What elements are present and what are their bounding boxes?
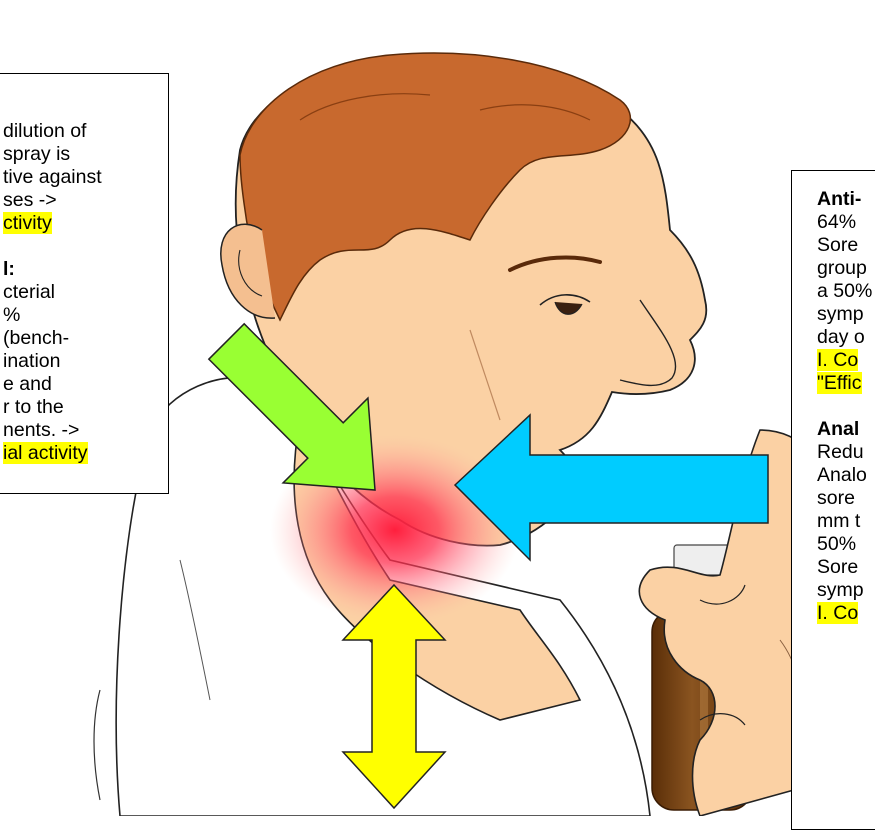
- right-panel-line: Analo: [817, 464, 872, 487]
- right-panel-line: a 50%: [817, 280, 872, 303]
- left-panel-line: r to the: [3, 396, 169, 419]
- right-panel-line: symp: [817, 303, 872, 326]
- right-panel-line: group: [817, 257, 872, 280]
- right-panel-heading: Anti-: [817, 188, 872, 211]
- left-panel-line: e and: [3, 373, 169, 396]
- right-panel-highlight: I. Co: [817, 349, 858, 371]
- right-panel-line: Sore: [817, 234, 872, 257]
- right-panel-line: mm t: [817, 510, 872, 533]
- right-panel-highlight: "Effic: [817, 372, 862, 394]
- right-panel-line: 50%: [817, 533, 872, 556]
- right-panel-line: sore: [817, 487, 872, 510]
- left-info-panel: dilution of spray is tive against ses ->…: [0, 73, 169, 494]
- right-panel-line: day o: [817, 326, 872, 349]
- right-panel-heading: Anal: [817, 418, 872, 441]
- left-panel-line: %: [3, 304, 169, 327]
- right-panel-line: Redu: [817, 441, 872, 464]
- right-panel-line: 64%: [817, 211, 872, 234]
- right-panel-line: Sore: [817, 556, 872, 579]
- left-panel-line: nents. ->: [3, 419, 169, 442]
- left-panel-line: ses ->: [3, 189, 169, 212]
- left-panel-line: (bench-: [3, 327, 169, 350]
- right-panel-highlight: I. Co: [817, 602, 858, 624]
- left-panel-line: dilution of: [3, 120, 169, 143]
- left-panel-line: tive against: [3, 166, 169, 189]
- left-panel-line: cterial: [3, 281, 169, 304]
- left-panel-heading: l:: [3, 258, 169, 281]
- left-panel-highlight: ctivity: [3, 212, 52, 234]
- left-panel-line: ination: [3, 350, 169, 373]
- right-info-panel: Anti- 64% Sore group a 50% symp day o I.…: [791, 170, 875, 830]
- left-panel-highlight: ial activity: [3, 442, 88, 464]
- left-panel-line: spray is: [3, 143, 169, 166]
- right-panel-line: symp: [817, 579, 872, 602]
